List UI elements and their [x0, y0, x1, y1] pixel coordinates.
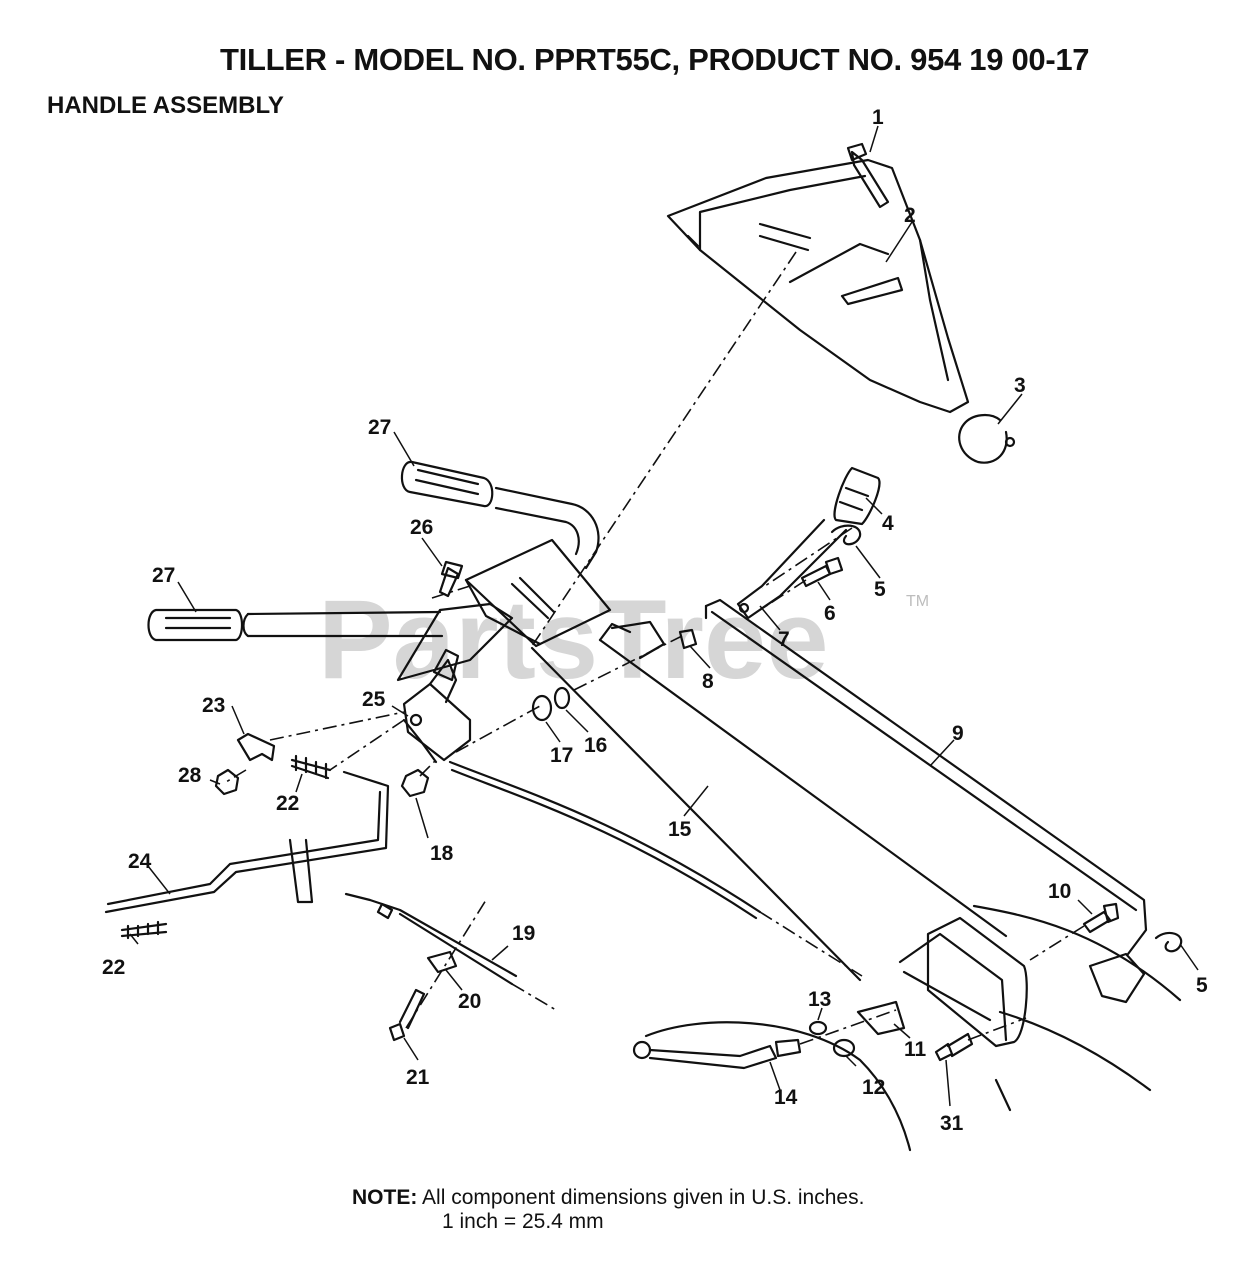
note-label: NOTE: [352, 1186, 418, 1209]
handle-bracket [396, 538, 612, 682]
callout-16: 16 [584, 734, 607, 757]
callout-1: 1 [872, 106, 884, 129]
handle-cover [666, 158, 970, 414]
tube-end-bracket [898, 916, 1028, 1048]
shift-knob [856, 1000, 906, 1036]
retaining-ring [958, 414, 1016, 464]
bolt-26 [438, 560, 464, 598]
bolt-10 [1082, 902, 1120, 934]
bolt-31 [934, 1032, 974, 1062]
nut-18 [400, 768, 430, 798]
control-rod [704, 598, 1148, 956]
callout-7: 7 [778, 628, 790, 651]
spring-upper [290, 754, 332, 780]
spacer-8 [678, 628, 698, 650]
callout-3: 3 [1014, 374, 1026, 397]
washer-13 [808, 1020, 828, 1036]
callout-10: 10 [1048, 880, 1071, 903]
callout-11: 11 [904, 1038, 927, 1061]
control-lever [736, 466, 881, 620]
callout-19: 19 [512, 922, 535, 945]
callout-9: 9 [952, 722, 964, 745]
callout-13: 13 [808, 988, 831, 1011]
callout-2: 2 [904, 204, 916, 227]
cable-15 [448, 760, 762, 920]
bail-rod [104, 770, 390, 914]
callout-18: 18 [430, 842, 454, 865]
note-line-2: 1 inch = 25.4 mm [442, 1210, 604, 1233]
assembly-subtitle: HANDLE ASSEMBLY [47, 92, 284, 119]
dimension-note: NOTE: All component dimensions given in … [352, 1186, 864, 1234]
callout-5-lower: 5 [1196, 974, 1208, 997]
callout-25: 25 [362, 688, 386, 711]
callout-21: 21 [406, 1066, 430, 1089]
shield-outline [972, 904, 1182, 1112]
grip-upper [400, 460, 600, 570]
callout-23: 23 [202, 694, 225, 717]
lever-arc [644, 1021, 912, 1152]
washer-12 [832, 1038, 856, 1058]
clip-lower [1154, 931, 1183, 953]
clamp-20 [426, 950, 458, 974]
bolt-6 [800, 556, 844, 588]
note-line-1: All component dimensions given in U.S. i… [422, 1186, 865, 1209]
callout-20: 20 [458, 990, 481, 1013]
callout-24: 24 [128, 850, 152, 873]
throttle-cable [344, 892, 518, 986]
callout-6: 6 [824, 602, 836, 625]
bolt-21 [388, 988, 426, 1042]
watermark-trademark: TM [906, 593, 929, 610]
callout-27-upper: 27 [368, 416, 391, 439]
washer-17 [531, 694, 553, 722]
callout-15: 15 [668, 818, 692, 841]
clutch-bracket [402, 648, 472, 764]
spring-lower [120, 920, 168, 940]
watermark-text: PartsTree [318, 577, 829, 702]
callout-22-lower: 22 [102, 956, 125, 979]
callout-12: 12 [862, 1076, 885, 1099]
clip-23 [236, 732, 276, 762]
callout-26: 26 [410, 516, 433, 539]
grip-lower [147, 608, 444, 642]
callout-28: 28 [178, 764, 202, 787]
page-title: TILLER - MODEL NO. PPRT55C, PRODUCT NO. … [220, 42, 1090, 77]
callout-31: 31 [940, 1112, 964, 1135]
callout-5-upper: 5 [874, 578, 886, 601]
callout-27-lower: 27 [152, 564, 175, 587]
shift-lever [632, 1038, 802, 1070]
swivel-bracket [1088, 952, 1146, 1004]
clip-upper [830, 524, 862, 546]
washer-16 [553, 686, 571, 710]
callout-4: 4 [882, 512, 894, 535]
callout-17: 17 [550, 744, 573, 767]
nut-28 [214, 768, 240, 796]
callout-22-upper: 22 [276, 792, 299, 815]
callout-8: 8 [702, 670, 714, 693]
bolt-1 [846, 142, 890, 209]
callout-14: 14 [774, 1086, 798, 1109]
callout-labels: 1 2 3 27 4 26 27 5 6 7 8 25 23 17 16 9 2… [102, 106, 1208, 1135]
